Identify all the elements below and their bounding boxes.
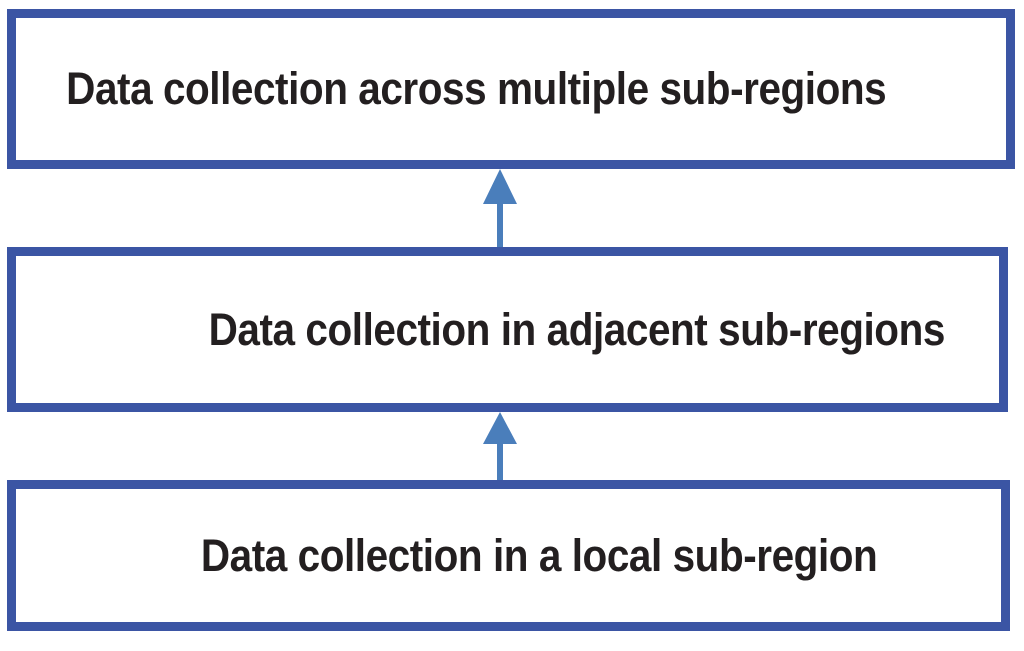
process-box-middle-label: Data collection in adjacent sub-regions (208, 303, 946, 355)
process-box-bottom[interactable]: Data collection in a local sub-region (7, 480, 1010, 631)
process-box-middle[interactable]: Data collection in adjacent sub-regions (7, 247, 1008, 412)
process-box-bottom-label: Data collection in a local sub-region (200, 529, 878, 581)
flow-arrow-bottom-to-middle (477, 411, 523, 483)
process-box-top-label: Data collection across multiple sub-regi… (66, 63, 887, 115)
up-arrow-icon (483, 169, 517, 250)
up-arrow-icon (483, 412, 517, 483)
flow-arrow-middle-to-top (477, 168, 523, 250)
process-box-top[interactable]: Data collection across multiple sub-regi… (7, 9, 1015, 169)
